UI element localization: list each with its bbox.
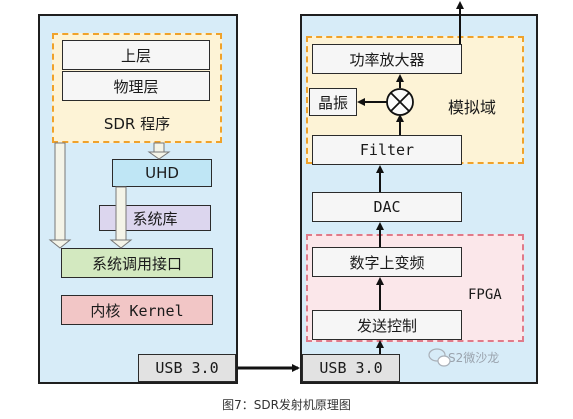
filter-box: Filter bbox=[312, 135, 462, 165]
crystal-box: 晶振 bbox=[309, 88, 357, 116]
uhd-to-syscall-arrow bbox=[109, 186, 133, 249]
digital-upconvert-box: 数字上变频 bbox=[312, 247, 462, 277]
sdr-to-syscall-arrow bbox=[48, 142, 72, 249]
dac-box: DAC bbox=[312, 192, 462, 222]
analog-domain-label: 模拟域 bbox=[448, 98, 497, 117]
sdr-program-label: SDR 程序 bbox=[103, 115, 171, 133]
host-usb-box: USB 3.0 bbox=[138, 354, 236, 382]
mixer-symbol bbox=[386, 88, 414, 116]
caption: 图7：SDR发射机原理图 bbox=[222, 398, 351, 412]
upper-layer-box: 上层 bbox=[62, 40, 210, 70]
watermark-text: S2微沙龙 bbox=[448, 351, 500, 365]
kernel-box: 内核 Kernel bbox=[61, 295, 213, 325]
send-control-box: 发送控制 bbox=[312, 310, 462, 340]
uhd-box: UHD bbox=[112, 159, 212, 187]
device-usb-box: USB 3.0 bbox=[302, 354, 400, 382]
syscall-interface-box: 系统调用接口 bbox=[61, 248, 213, 278]
fpga-label: FPGA bbox=[468, 287, 502, 303]
physical-layer-box: 物理层 bbox=[62, 71, 210, 101]
power-amp-box: 功率放大器 bbox=[312, 44, 462, 74]
watermark-icon bbox=[428, 348, 451, 367]
sdr-to-uhd-arrow bbox=[147, 142, 171, 160]
